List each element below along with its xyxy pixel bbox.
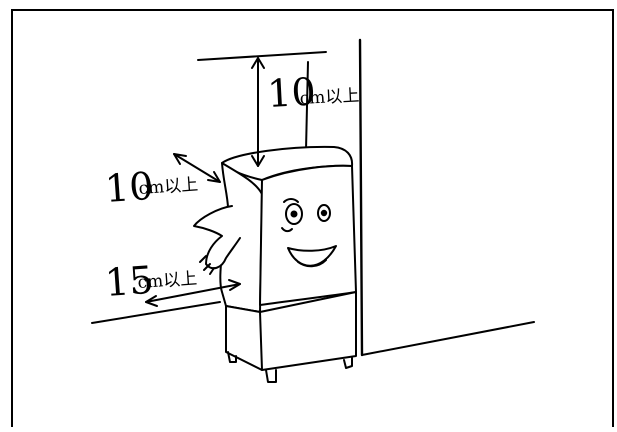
top-clearance-arrow bbox=[251, 57, 265, 167]
left-floor-line bbox=[91, 301, 221, 324]
top-clearance-label: 10 cm以上 bbox=[266, 70, 360, 116]
wall-corner-line bbox=[358, 38, 364, 357]
side-clearance-arrow bbox=[145, 279, 241, 307]
lower-divider-line bbox=[259, 311, 263, 371]
ceiling-line bbox=[197, 51, 327, 61]
clearance-arrows bbox=[145, 57, 265, 307]
room-walls bbox=[91, 38, 535, 357]
clearance-labels: 10 cm以上 10 cm以上 15 cm以上 bbox=[104, 70, 360, 305]
character-left-eyebrow bbox=[283, 198, 299, 203]
character-tongue bbox=[297, 259, 327, 268]
back-clearance-arrow bbox=[173, 153, 221, 183]
top-clearance-unit: cm以上 bbox=[299, 86, 360, 109]
character-hand-fingers bbox=[199, 255, 215, 275]
unit-side-face bbox=[219, 162, 263, 313]
character-arm bbox=[193, 205, 241, 270]
right-floor-line bbox=[361, 321, 535, 356]
front-foot-right bbox=[343, 357, 353, 369]
side-clearance-value: 15 bbox=[104, 258, 155, 305]
back-clearance-label: 10 cm以上 bbox=[104, 164, 199, 211]
dehumidifier-character bbox=[193, 145, 357, 383]
frame-border bbox=[11, 9, 614, 427]
back-clearance-value: 10 bbox=[104, 164, 155, 211]
unit-front-face bbox=[259, 164, 357, 306]
side-clearance-label: 15 cm以上 bbox=[104, 258, 198, 305]
back-clearance-unit: cm以上 bbox=[138, 175, 199, 199]
rear-foot bbox=[265, 369, 277, 383]
top-clearance-value: 10 bbox=[266, 70, 317, 116]
character-right-pupil bbox=[320, 209, 328, 217]
rear-wall-edge bbox=[305, 61, 309, 151]
character-left-pupil bbox=[290, 210, 298, 218]
character-cheek bbox=[281, 227, 293, 233]
front-foot-left bbox=[227, 351, 237, 363]
side-clearance-unit: cm以上 bbox=[137, 269, 198, 293]
